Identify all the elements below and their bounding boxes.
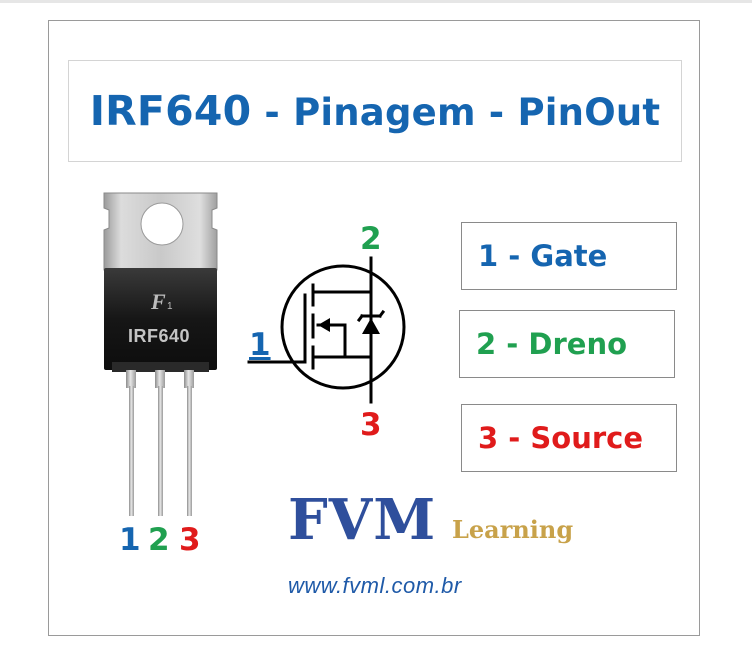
package-pin-number-2: 2 (148, 522, 170, 558)
plastic-body (104, 268, 217, 370)
pin-label-source: 3 - Source (461, 404, 677, 472)
title-part-pinout: PinOut (517, 91, 661, 134)
mounting-hole (140, 202, 184, 246)
title-part-model: IRF640 (89, 87, 252, 135)
title-box: IRF640 - Pinagem - PinOut (68, 60, 682, 162)
title-separator: - (251, 91, 294, 134)
top-divider (0, 0, 752, 3)
page-title: IRF640 - Pinagem - PinOut (90, 87, 661, 135)
package-marking: IRF640 (128, 326, 191, 346)
title-separator: - (475, 91, 518, 134)
body-diode-icon (362, 318, 380, 334)
symbol-gate-number: 1 (249, 327, 271, 363)
package-pin-number-3: 3 (179, 522, 201, 558)
leg-pin-1 (126, 370, 136, 388)
pin-label-dreno: 2 - Dreno (459, 310, 675, 378)
symbol-source-number: 3 (360, 407, 382, 443)
package-pin-number-1: 1 (119, 522, 141, 558)
brand-subtitle: Learning (452, 515, 574, 544)
svg-text:1: 1 (167, 301, 173, 312)
leg-pin-2 (155, 370, 165, 388)
manufacturer-logo-icon: F (150, 289, 166, 314)
pin-label-gate: 1 - Gate (461, 222, 677, 290)
channel-arrow-icon (318, 318, 330, 332)
symbol-drain-number: 2 (360, 221, 382, 257)
brand-logo: FVM (288, 487, 437, 553)
brand-url: www.fvml.com.br (288, 573, 462, 598)
symbol-circle (280, 264, 406, 390)
title-part-pinagem: Pinagem (293, 91, 476, 134)
leg-pin-3 (184, 370, 194, 388)
